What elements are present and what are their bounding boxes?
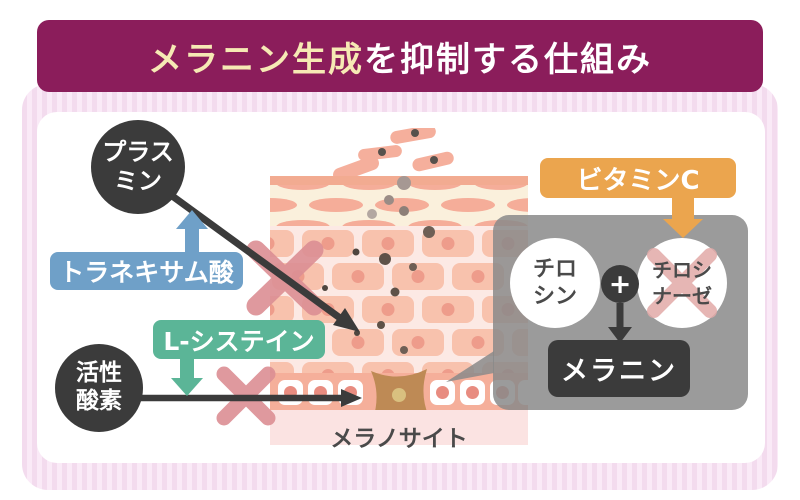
tyrosinase-node: チロシ ナーゼ [637, 238, 727, 328]
l-cysteine-label: L-システイン [153, 320, 325, 359]
active-oxygen-node: 活性 酸素 [55, 344, 143, 432]
tyrosine-node: チロ シン [510, 238, 600, 328]
active-oxygen-label-line1: 活性 [76, 360, 122, 387]
title-highlight: メラニン生成 [148, 39, 364, 80]
tyrosine-label-line2: シン [532, 284, 577, 309]
tyrosinase-label-line2: ナーゼ [652, 284, 712, 308]
flake-melanin-dots [378, 129, 438, 164]
synthesis-arrow-down-icon [608, 303, 632, 343]
plasmin-label-line2: ミン [114, 167, 162, 195]
melanocyte-cell [371, 369, 429, 419]
melanin-synthesis-box: チロ シン + チロシ ナーゼ メラニン [493, 215, 748, 410]
tyrosinase-label-line1: チロシ [652, 258, 712, 282]
tyrosine-label-line1: チロ [532, 256, 577, 282]
vitamin-c-label: ビタミンC [540, 158, 736, 198]
plasmin-node: プラス ミン [91, 120, 185, 214]
skin-cross-section-illustration [270, 128, 528, 445]
flaking-skin-cells [333, 128, 454, 182]
inhibit-x-tyrosinase-icon [647, 248, 717, 318]
active-oxygen-label-line2: 酸素 [76, 388, 122, 414]
plus-icon: + [601, 265, 639, 303]
melanocyte-strip [270, 410, 528, 445]
tranexamic-acid-label: トラネキサム酸 [50, 252, 243, 290]
title-bar: メラニン生成を抑制する仕組み [37, 20, 763, 92]
title-rest: を抑制する仕組み [364, 39, 652, 80]
melanin-node: メラニン [548, 340, 690, 397]
melanin-granules [322, 176, 435, 354]
plasmin-label-line1: プラス [102, 138, 174, 167]
melanocyte-label: メラノサイト [330, 426, 468, 452]
